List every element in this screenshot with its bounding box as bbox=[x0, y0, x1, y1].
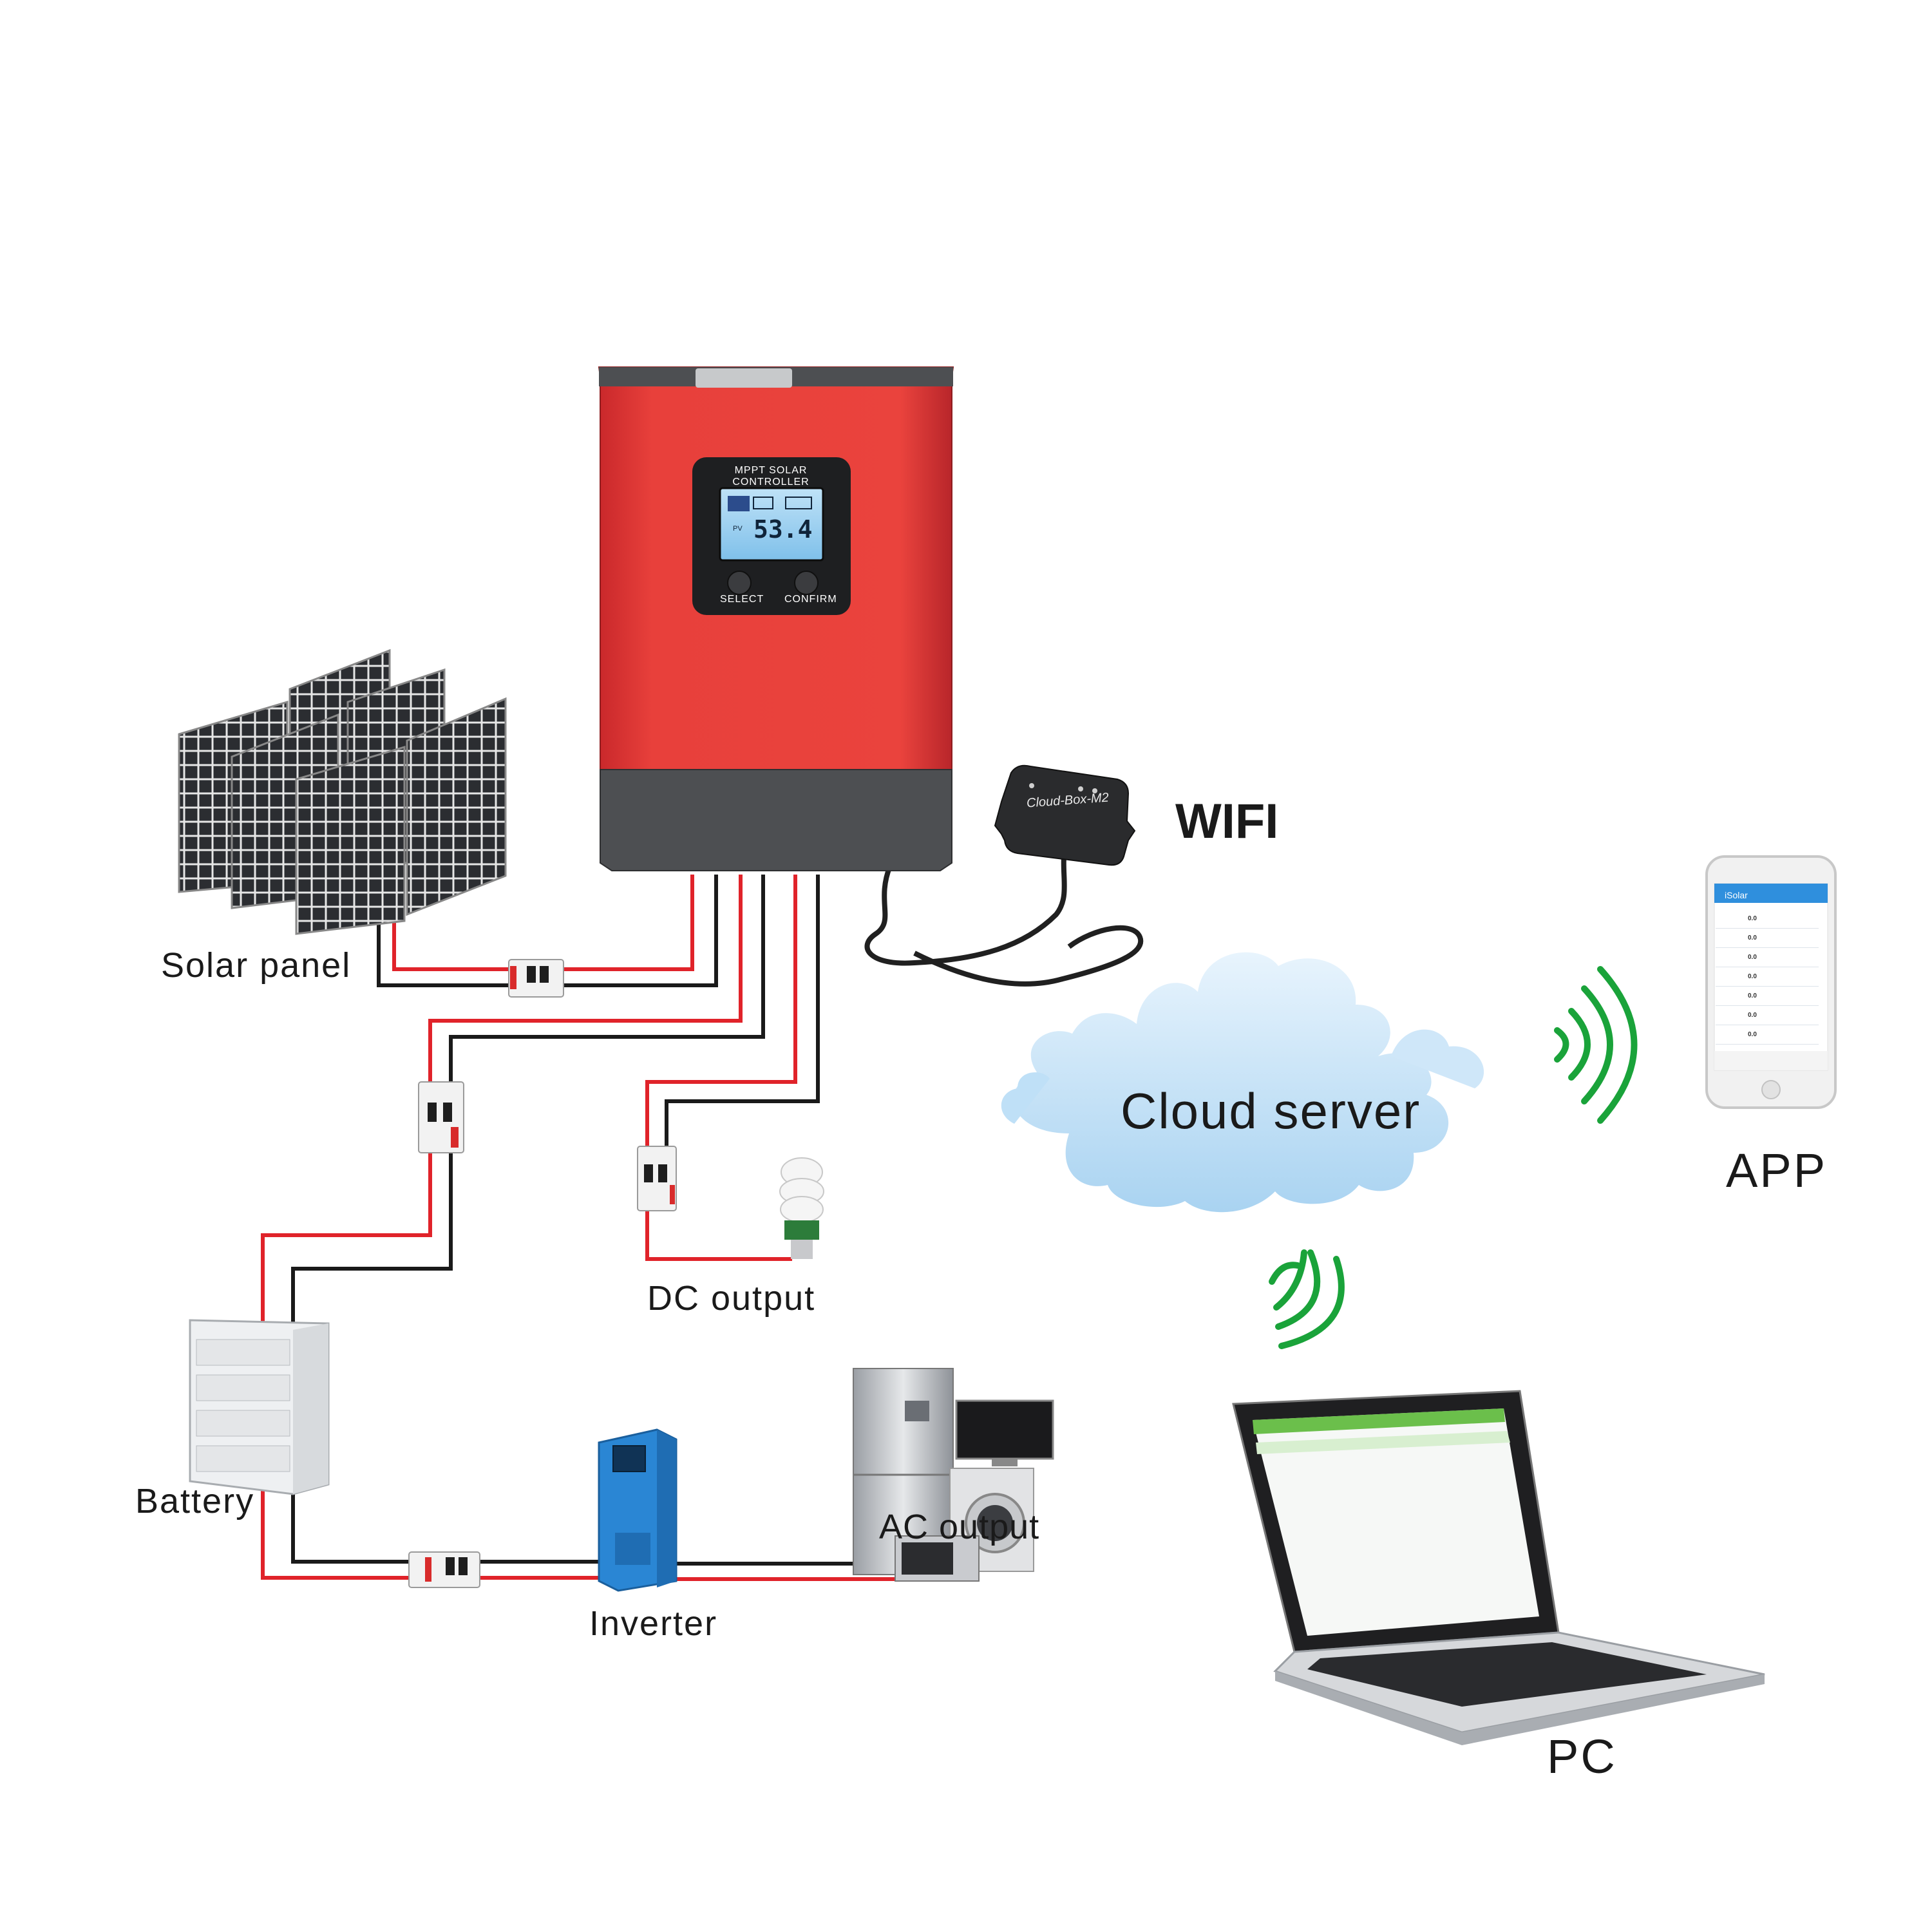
lcd-value: 53.4 bbox=[753, 515, 813, 544]
app-row-value: 0.0 bbox=[1748, 1012, 1757, 1019]
app-row-value: 0.0 bbox=[1748, 915, 1757, 922]
confirm-button-knob bbox=[794, 571, 819, 595]
app-label: APP bbox=[1726, 1144, 1828, 1197]
breaker-battery bbox=[418, 1081, 464, 1153]
dc-output-label: DC output bbox=[647, 1279, 816, 1318]
inverter-label: Inverter bbox=[589, 1604, 718, 1643]
wire-battery-negative bbox=[291, 875, 765, 1343]
app-title: iSolar bbox=[1725, 890, 1748, 900]
breaker-inverter bbox=[408, 1551, 480, 1588]
app-row: 0.0 bbox=[1716, 909, 1819, 929]
cloud-server-icon bbox=[1001, 952, 1484, 1213]
app-row-value: 0.0 bbox=[1748, 973, 1757, 980]
cfl-bulb-icon bbox=[779, 1157, 824, 1259]
lcd-label: PV bbox=[733, 525, 743, 533]
app-row: 0.0 bbox=[1716, 948, 1819, 967]
battery-label: Battery bbox=[135, 1482, 255, 1520]
battery-cabinet-icon bbox=[189, 1319, 330, 1495]
wifi-module-icon bbox=[994, 764, 1136, 866]
breaker-dc bbox=[637, 1146, 677, 1211]
breaker-solar bbox=[508, 959, 564, 998]
wire-battery-positive bbox=[261, 875, 743, 1343]
wire-inverter-positive bbox=[261, 1488, 599, 1580]
inverter-icon bbox=[598, 1428, 677, 1592]
app-row: 0.0 bbox=[1716, 967, 1819, 987]
ac-output-label: AC output bbox=[879, 1508, 1040, 1546]
wifi-cable-loop bbox=[913, 925, 1144, 987]
controller-title: MPPT SOLAR CONTROLLER bbox=[732, 465, 810, 488]
mppt-controller bbox=[598, 366, 954, 871]
app-row: 0.0 bbox=[1716, 987, 1819, 1006]
app-value-list: 0.0 0.0 0.0 0.0 0.0 0.0 0.0 bbox=[1716, 909, 1819, 1045]
select-button-knob bbox=[727, 571, 752, 595]
app-row: 0.0 bbox=[1716, 929, 1819, 948]
solar-panel-label: Solar panel bbox=[161, 946, 352, 985]
pc-label: PC bbox=[1547, 1730, 1617, 1783]
wifi-cable bbox=[864, 856, 1067, 966]
ac-appliances-icon bbox=[853, 1368, 1054, 1582]
wifi-label: WIFI bbox=[1175, 794, 1279, 849]
laptop-icon bbox=[1232, 1390, 1765, 1745]
signal-waves-pc-icon bbox=[1269, 1249, 1345, 1349]
app-row: 0.0 bbox=[1716, 1006, 1819, 1025]
select-button-label: SELECT bbox=[720, 594, 764, 605]
app-row-value: 0.0 bbox=[1748, 934, 1757, 942]
app-row-value: 0.0 bbox=[1748, 1031, 1757, 1038]
cloud-server-label: Cloud server bbox=[1121, 1083, 1421, 1139]
smartphone-icon bbox=[1705, 855, 1837, 1109]
app-row-value: 0.0 bbox=[1748, 992, 1757, 999]
wire-inverter-negative bbox=[291, 1488, 599, 1564]
signal-waves-app-icon bbox=[1554, 966, 1638, 1124]
wire-dc-negative bbox=[665, 875, 820, 1146]
wires bbox=[261, 856, 1144, 1581]
app-row-value: 0.0 bbox=[1748, 954, 1757, 961]
app-row: 0.0 bbox=[1716, 1025, 1819, 1045]
solar-panel-icon bbox=[178, 649, 507, 935]
wire-dc-positive bbox=[645, 875, 797, 1261]
confirm-button-label: CONFIRM bbox=[784, 594, 837, 605]
